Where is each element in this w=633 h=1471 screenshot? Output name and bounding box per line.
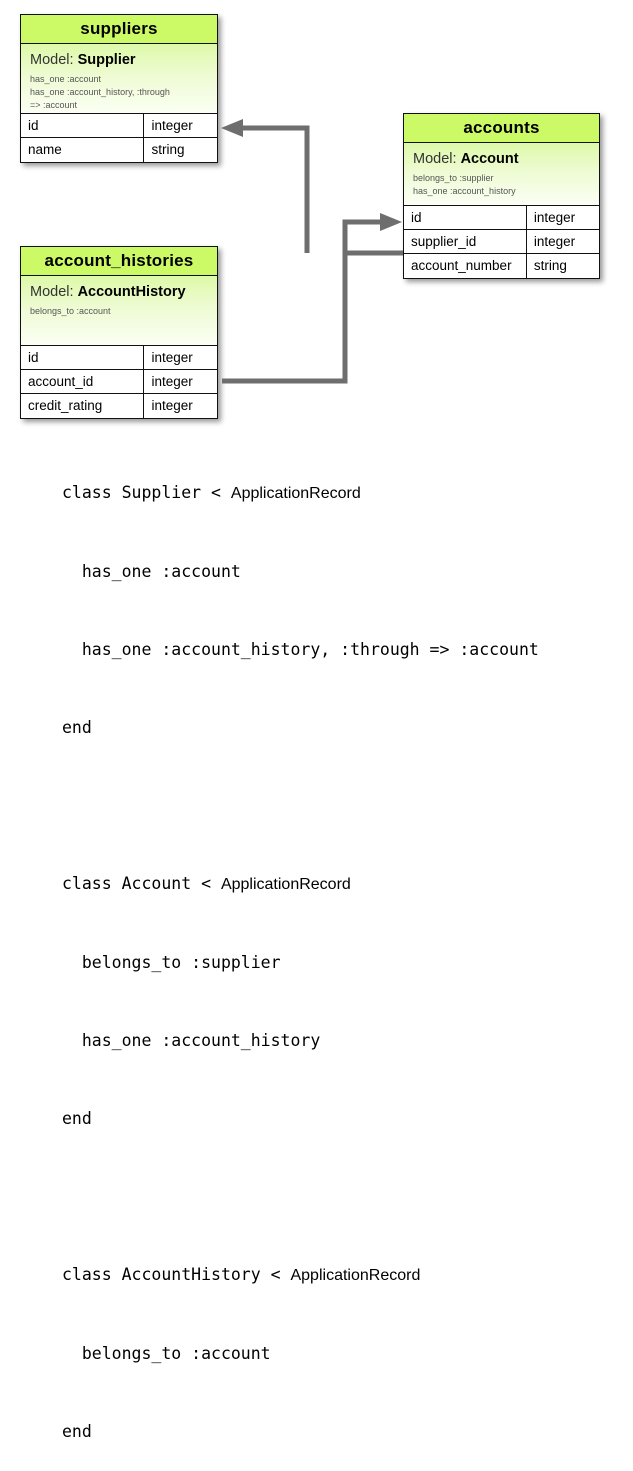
code-class-name: ApplicationRecord (220, 876, 351, 893)
code-line: has_one :account (62, 559, 622, 585)
erd-model-title-suppliers: Model: Supplier (30, 52, 208, 69)
erd-model-label: Model: (30, 52, 74, 68)
erd-model-box-suppliers: Model: Supplier has_one :account has_one… (21, 44, 217, 114)
erd-model-box-accounts: Model: Account belongs_to :supplier has_… (404, 143, 599, 206)
erd-column-type: integer (533, 210, 576, 225)
erd-column-type: integer (151, 398, 193, 413)
code-text: has_one :account_history (62, 1031, 321, 1050)
code-line: end (62, 1106, 622, 1132)
code-text: belongs_to :supplier (62, 953, 281, 972)
code-line: has_one :account_history, :through => :a… (62, 637, 622, 663)
erd-assoc-line: has_one :account_history, :through (30, 86, 170, 97)
erd-column-name: account_id (21, 370, 145, 393)
code-text: has_one :account_history, :through => :a… (62, 640, 539, 659)
erd-column-row[interactable]: account_number string (404, 254, 599, 278)
erd-assoc-line: has_one :account_history (413, 185, 516, 196)
erd-table-title-suppliers: suppliers (21, 15, 217, 44)
code-text: belongs_to :account (62, 1344, 271, 1363)
erd-table-title-account-histories: account_histories (21, 247, 217, 276)
erd-model-label: Model: (413, 151, 457, 167)
erd-model-name: Account (460, 151, 519, 167)
code-line: class Account < ApplicationRecord (62, 871, 622, 898)
erd-model-name: Supplier (77, 52, 136, 68)
erd-assoc-line: belongs_to :supplier (413, 172, 494, 183)
erd-table-account-histories[interactable]: account_histories Model: AccountHistory … (20, 246, 218, 419)
erd-column-type: integer (151, 374, 193, 389)
connector-accounts-to-suppliers (238, 125, 310, 253)
erd-table-title-accounts: accounts (404, 114, 599, 143)
erd-model-title-accounts: Model: Account (413, 151, 590, 168)
code-text: end (62, 1109, 92, 1128)
erd-column-type: integer (533, 234, 576, 249)
code-line: class Supplier < ApplicationRecord (62, 480, 622, 507)
connector-accounts-supplier-to-id (342, 219, 384, 253)
erd-column-name: account_number (404, 254, 527, 278)
erd-model-title-account-histories: Model: AccountHistory (30, 284, 208, 301)
erd-column-type: integer (151, 118, 193, 133)
erd-column-name: name (21, 138, 145, 162)
erd-column-row[interactable]: id integer (21, 114, 217, 138)
code-line-blank (62, 793, 622, 819)
erd-column-name: id (21, 114, 145, 137)
code-line: has_one :account_history (62, 1028, 622, 1054)
erd-model-box-account-histories: Model: AccountHistory belongs_to :accoun… (21, 276, 217, 346)
erd-table-accounts[interactable]: accounts Model: Account belongs_to :supp… (403, 113, 600, 279)
erd-column-type: string (151, 142, 185, 157)
erd-column-row[interactable]: name string (21, 138, 217, 162)
code-text: end (62, 1422, 92, 1441)
ruby-code-block: class Supplier < ApplicationRecord has_o… (62, 428, 622, 1471)
code-text: has_one :account (62, 562, 241, 581)
erd-column-row[interactable]: account_id integer (21, 370, 217, 394)
erd-assoc-line: => :account (30, 99, 78, 110)
erd-column-type: string (533, 258, 567, 273)
code-class-name: ApplicationRecord (230, 485, 361, 502)
code-line: class AccountHistory < ApplicationRecord (62, 1262, 622, 1289)
erd-column-row[interactable]: credit_rating integer (21, 394, 217, 418)
arrowhead-right-accounts (380, 213, 402, 231)
erd-column-name: supplier_id (404, 230, 527, 253)
erd-column-row[interactable]: id integer (21, 346, 217, 370)
erd-column-row[interactable]: supplier_id integer (404, 230, 599, 254)
code-line: end (62, 1419, 622, 1445)
code-line: end (62, 715, 622, 741)
arrowhead-left-suppliers (221, 119, 243, 137)
erd-model-name: AccountHistory (77, 284, 186, 300)
code-text: class Account < (62, 874, 221, 893)
code-line-blank (62, 1184, 622, 1210)
erd-column-name: id (404, 206, 527, 229)
code-text: class Supplier < (62, 483, 231, 502)
erd-column-name: credit_rating (21, 394, 145, 418)
erd-column-name: id (21, 346, 145, 369)
code-line: belongs_to :supplier (62, 950, 622, 976)
code-text: class AccountHistory < (62, 1265, 291, 1284)
code-text: end (62, 718, 92, 737)
connector-histories-to-accounts (222, 250, 403, 384)
erd-table-suppliers[interactable]: suppliers Model: Supplier has_one :accou… (20, 14, 218, 163)
erd-column-row[interactable]: id integer (404, 206, 599, 230)
code-line: belongs_to :account (62, 1341, 622, 1367)
erd-assoc-line: has_one :account (30, 73, 102, 84)
erd-assoc-line: belongs_to :account (30, 305, 111, 316)
erd-column-type: integer (151, 350, 193, 365)
erd-model-label: Model: (30, 284, 74, 300)
code-class-name: ApplicationRecord (290, 1267, 421, 1284)
